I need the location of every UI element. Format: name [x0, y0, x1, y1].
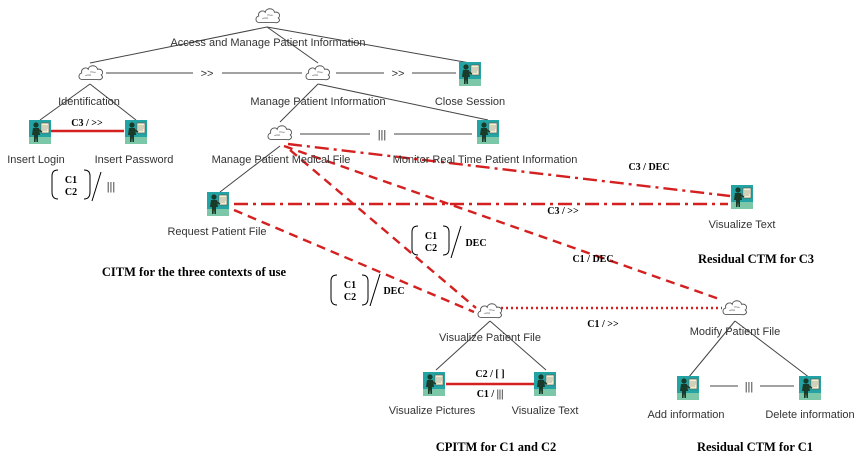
manage-file-label: Manage Patient Medical File: [212, 154, 351, 166]
visualize-file-label: Visualize Patient File: [439, 332, 541, 344]
modify-file-cloud-icon[interactable]: [722, 300, 748, 316]
close-session-user-icon[interactable]: [459, 62, 481, 86]
manage-visualize-relation: [289, 149, 477, 309]
visualize-text-user-icon[interactable]: [534, 372, 556, 396]
left-group-op: DEC: [383, 286, 404, 297]
identification-group-c1: C1: [65, 175, 77, 186]
cpitm-caption: CPITM for C1 and C2: [436, 440, 557, 454]
visualize-text-label: Visualize Text: [512, 405, 579, 417]
pictures-relation-bottom-label: C1 / |||: [477, 389, 504, 400]
manage-modify-relation: [283, 144, 723, 302]
citm-caption: CITM for the three contexts of use: [102, 265, 287, 279]
monitor-label: Monitor Real Time Patient Information: [393, 154, 578, 166]
left-group-c1: C1: [344, 280, 356, 291]
text-relation-label: C3 / >>: [547, 206, 579, 217]
identification-group-op: |||: [107, 181, 116, 193]
modify-file-label: Modify Patient File: [690, 326, 780, 338]
enabling-operator-2: >>: [392, 68, 405, 80]
insert-password-user-icon[interactable]: [125, 120, 147, 144]
mid-group-op: DEC: [465, 238, 486, 249]
identification-context-group: C1 C2 |||: [51, 169, 116, 202]
identification-cloud-icon[interactable]: [78, 65, 104, 81]
visualize-pictures-label: Visualize Pictures: [389, 405, 476, 417]
manage-file-cloud-icon[interactable]: [267, 125, 293, 141]
identification-label: Identification: [58, 96, 120, 108]
residual-c1-caption: Residual CTM for C1: [697, 440, 813, 454]
identification-group-c2: C2: [65, 187, 77, 198]
pictures-relation-top-label: C2 / [ ]: [475, 369, 504, 380]
add-info-label: Add information: [647, 409, 724, 421]
manage-relation-label: C1 / DEC: [572, 254, 613, 265]
monitor-relation-label: C3 / DEC: [628, 162, 669, 173]
left-context-group: C1 C2 DEC: [330, 273, 405, 307]
modify-relation-label: C1 / >>: [587, 319, 619, 330]
residual-c3-caption: Residual CTM for C3: [698, 252, 814, 266]
visualize-file-cloud-icon[interactable]: [477, 303, 503, 319]
delete-info-user-icon[interactable]: [799, 376, 821, 400]
visualize-pictures-user-icon[interactable]: [423, 372, 445, 396]
insert-password-label: Insert Password: [95, 154, 174, 166]
request-visualize-relation: [233, 208, 475, 314]
mid-group-c1: C1: [425, 231, 437, 242]
manage-text-relation: [287, 142, 731, 198]
visualize-text-c3-user-icon[interactable]: [731, 185, 753, 209]
interleave-operator-1: |||: [378, 129, 387, 141]
delete-info-label: Delete information: [765, 409, 854, 421]
mid-group-c2: C2: [425, 243, 437, 254]
context-relations: [48, 129, 731, 386]
manage-info-cloud-icon[interactable]: [305, 65, 331, 81]
add-info-user-icon[interactable]: [677, 376, 699, 400]
manage-info-label: Manage Patient Information: [250, 96, 385, 108]
login-relation-label: C3 / >>: [71, 118, 103, 129]
close-session-label: Close Session: [435, 96, 505, 108]
insert-login-label: Insert Login: [7, 154, 64, 166]
monitor-user-icon[interactable]: [477, 120, 499, 144]
left-group-c2: C2: [344, 292, 356, 303]
tree-edges: [39, 26, 811, 387]
root-label: Access and Manage Patient Information: [170, 37, 365, 49]
mid-context-group: C1 C2 DEC: [411, 225, 487, 259]
root-cloud-icon[interactable]: [255, 8, 281, 24]
request-file-label: Request Patient File: [167, 226, 266, 238]
interleave-operator-2: |||: [745, 381, 754, 393]
enabling-operator-1: >>: [201, 68, 214, 80]
request-file-user-icon[interactable]: [207, 192, 229, 216]
insert-login-user-icon[interactable]: [29, 120, 51, 144]
visualize-text-c3-label: Visualize Text: [709, 219, 776, 231]
